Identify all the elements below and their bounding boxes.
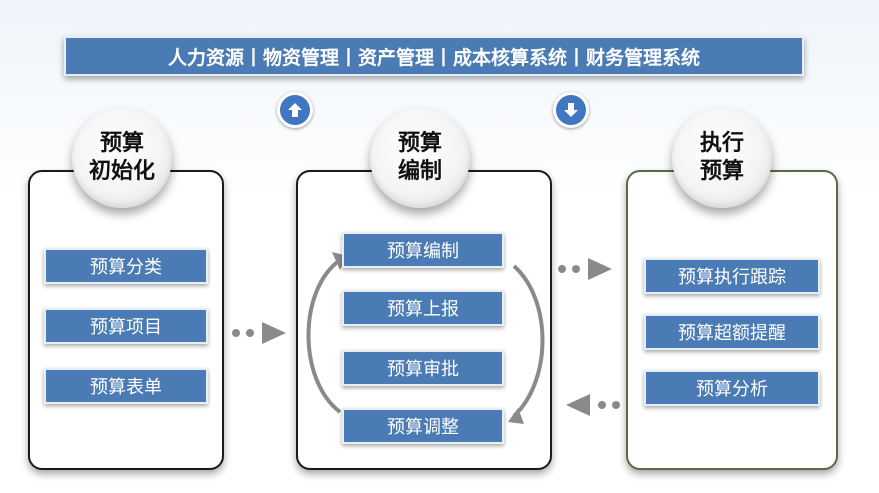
stage-title-line1: 预算 [397,131,442,156]
flow-arrow-right-icon [232,322,286,344]
item-budget-project: 预算项目 [44,308,208,344]
stage-title-line1: 执行 [699,131,744,156]
systems-banner: 人力资源丨物资管理丨资产管理丨成本核算系统丨财务管理系统 [64,36,804,76]
stage-title-execute: 执行 预算 [672,108,772,208]
arrow-down-circle-icon [553,92,589,128]
stage-title-compile: 预算 编制 [370,108,470,208]
item-budget-tracking: 预算执行跟踪 [644,258,820,294]
item-budget-compile: 预算编制 [342,232,504,268]
cycle-arrows-icon [306,252,545,424]
item-budget-overrun-alert: 预算超额提醒 [644,314,820,350]
item-budget-adjust: 预算调整 [342,408,504,444]
stage-title-line2: 编制 [397,159,442,184]
stage-title-init: 预算 初始化 [72,108,172,208]
item-budget-form: 预算表单 [44,368,208,404]
item-budget-analysis: 预算分析 [644,370,820,406]
stage-title-line2: 预算 [699,159,744,184]
item-budget-report: 预算上报 [342,290,504,326]
stage-title-line2: 初始化 [88,159,155,184]
item-budget-approve: 预算审批 [342,350,504,386]
stage-title-line1: 预算 [99,131,144,156]
flow-arrow-left-icon [566,394,620,416]
arrow-up-circle-icon [277,92,313,128]
item-budget-category: 预算分类 [44,248,208,284]
flow-arrow-right-icon [558,258,612,280]
